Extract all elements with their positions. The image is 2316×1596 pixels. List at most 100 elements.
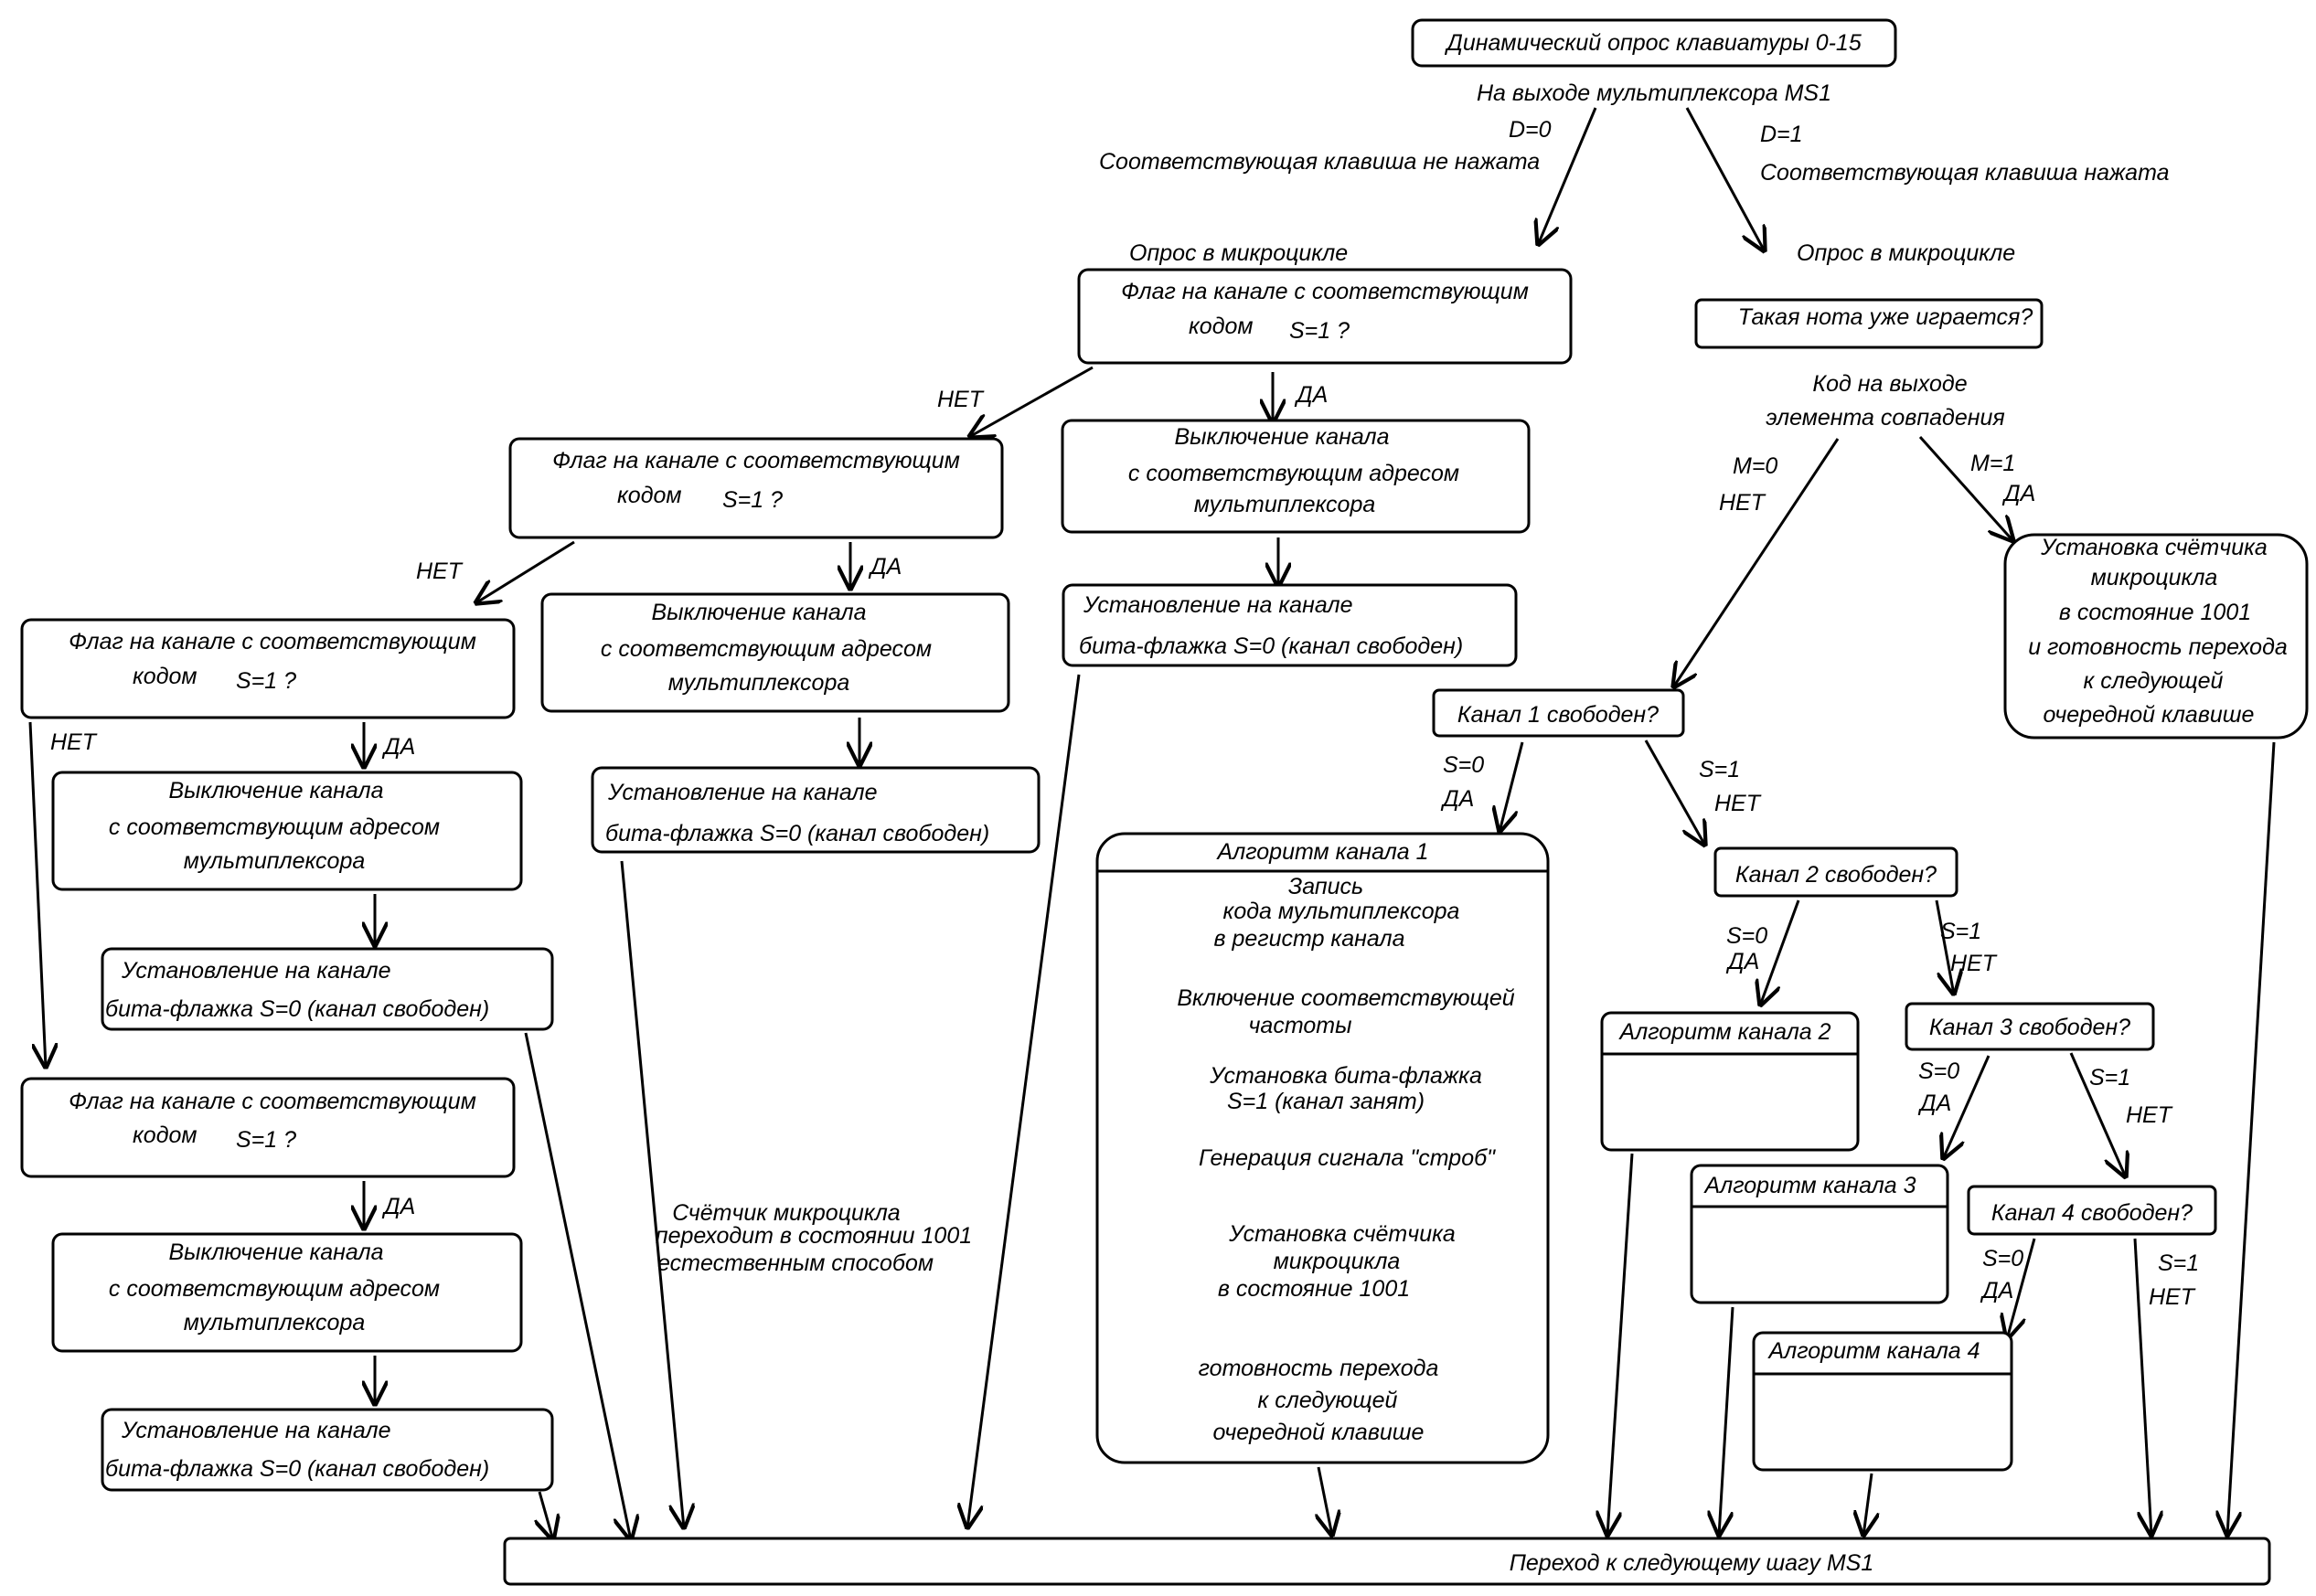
algorithm-channel-1-box [1095,832,1550,1464]
algorithm-channel-1-step-6: Установка бита-флажка [1209,1063,1482,1089]
flag-reset-box-2 [591,766,1041,854]
algorithm-channel-1-step-9: Установка счётчика [1228,1221,1456,1247]
arrow-ch3-yes [1943,1055,1990,1159]
channel-off-2-line1: Выключение канала [651,600,866,625]
flag-reset-2-line2: бита-флажка S=0 (канал свободен) [605,821,989,846]
arrow-set2-final [620,860,684,1528]
arrow-d1 [1685,107,1765,251]
ch4-s0-label: S=0 [1982,1246,2023,1271]
arrow-ch4-yes [2007,1238,2036,1339]
flag-check-3-cond: S=1 ? [236,668,296,694]
algorithm-channel-2-title: Алгоритм канала 2 [1617,1019,1830,1045]
flag-check-box-2 [508,437,1004,539]
counter-note-line2: переходит в состоянии 1001 [656,1223,972,1249]
channel-3-free-question: Канал 3 свободен? [1929,1015,2130,1040]
channel-off-4-line2: с соответствующим адресом [109,1276,440,1302]
algorithm-channel-4-box [1752,1331,2013,1472]
algorithm-channel-1-step-10: микроцикла [1274,1249,1401,1274]
channel-off-box-2 [540,592,1010,713]
mux-output-label: На выходе мультиплексора MS1 [1477,80,1831,106]
arrow-ch1-yes [1500,741,1524,832]
arrow-ch1-no [1644,739,1705,846]
note-playing-box [1694,298,2044,349]
arrow-ch4-no [2133,1238,2151,1536]
channel-2-free-box [1713,846,1958,898]
counter-note-line3: естественным способом [657,1250,934,1276]
algorithm-channel-1-step-11: в состояние 1001 [1218,1276,1410,1302]
counter-install-line5: к следующей [2084,668,2224,694]
arrow-ch2-no [1935,899,1954,995]
flag1-yes-label: ДА [1294,382,1328,408]
algorithm-channel-1-step-13: к следующей [1258,1388,1398,1413]
channel-off-box-4 [51,1232,523,1353]
ch4-yes-label: ДА [1980,1278,2013,1303]
poll-label-right: Опрос в микроцикле [1797,240,2015,266]
next-step-title: Переход к следующему шагу MS1 [1510,1550,1873,1576]
counter-install-line1: Установка счётчика [2040,535,2268,560]
channel-off-2-line3: мультиплексора [668,670,850,696]
algorithm-channel-1-step-3: в регистр канала [1213,926,1404,952]
flag2-no-label: НЕТ [416,559,464,584]
ch3-s1-label: S=1 [2089,1065,2130,1091]
ch1-s0-label: S=0 [1443,752,1484,778]
flag-check-4-line2: кодом [133,1123,197,1148]
counter-note-line1: Счётчик микроцикла [672,1200,901,1226]
counter-install-line4: и готовность перехода [2028,634,2288,660]
key-pressed-label: Соответствующая клавиша нажата [1760,160,2170,186]
arrow-m1 [1918,435,2013,541]
arrow-alg1-final [1318,1466,1332,1536]
channel-off-3-line2: с соответствующим адресом [109,814,440,840]
flag-reset-box-1 [1062,583,1518,667]
algorithm-channel-1-step-5: частоты [1248,1013,1351,1038]
channel-4-free-box [1967,1185,2217,1236]
channel-3-free-box [1905,1002,2155,1051]
arrow-d0 [1538,107,1597,245]
algorithm-channel-2-box [1600,1011,1860,1152]
flag-reset-2-line1: Установление на канале [607,780,877,805]
algorithm-channel-1-title: Алгоритм канала 1 [1215,839,1428,865]
channel-off-3-line3: мультиплексора [184,848,366,874]
flag3-yes-label: ДА [381,734,415,760]
algorithm-channel-3-box [1690,1164,1949,1304]
channel-off-box-3 [51,771,523,891]
channel-off-3-line1: Выключение канала [168,778,383,803]
channel-1-free-question: Канал 1 свободен? [1457,702,1659,728]
flag-check-3-line2: кодом [133,664,197,689]
arrow-m0 [1673,438,1840,687]
start-box [1411,18,1897,68]
match-label-line2: элемента совпадения [1766,405,2005,431]
ch1-no-label: НЕТ [1714,791,1762,816]
flag-reset-4-line2: бита-флажка S=0 (канал свободен) [105,1456,489,1482]
arrow-alg4-final [1863,1473,1872,1536]
flag-check-box-3 [20,618,516,719]
next-step-box [503,1537,2271,1586]
d0-condition: D=0 [1509,117,1552,143]
ch2-no-label: НЕТ [1950,951,1998,976]
arrow-install-final [2227,741,2276,1536]
ch3-no-label: НЕТ [2126,1102,2173,1128]
ch3-s0-label: S=0 [1918,1059,1959,1084]
counter-install-line2: микроцикла [2091,565,2218,591]
arrow-set4-final [539,1491,553,1540]
flag-check-box-1 [1077,268,1573,365]
flag-check-4-cond: S=1 ? [236,1127,296,1153]
m0-no-label: НЕТ [1719,490,1766,516]
poll-label-left: Опрос в микроцикле [1129,240,1348,266]
flag-check-2-cond: S=1 ? [722,487,783,513]
ch4-no-label: НЕТ [2149,1284,2196,1310]
flag-reset-3-line1: Установление на канале [121,958,390,984]
flag-reset-box-3 [101,947,554,1031]
channel-off-2-line2: с соответствующим адресом [601,636,932,662]
start-title: Динамический опрос клавиатуры 0-15 [1444,30,1862,56]
flag-check-4-line1: Флаг на канале с соответствующим [69,1089,476,1114]
flag-check-1-line1: Флаг на канале с соответствующим [1121,279,1529,304]
flag-reset-1-line2: бита-флажка S=0 (канал свободен) [1079,633,1463,659]
ch3-yes-label: ДА [1917,1091,1951,1116]
arrow-ch2-yes [1760,899,1800,1005]
flag-check-1-cond: S=1 ? [1289,318,1350,344]
algorithm-channel-1-step-12: готовность перехода [1199,1356,1439,1381]
counter-install-box [2003,533,2309,739]
algorithm-channel-4-title: Алгоритм канала 4 [1766,1338,1980,1364]
